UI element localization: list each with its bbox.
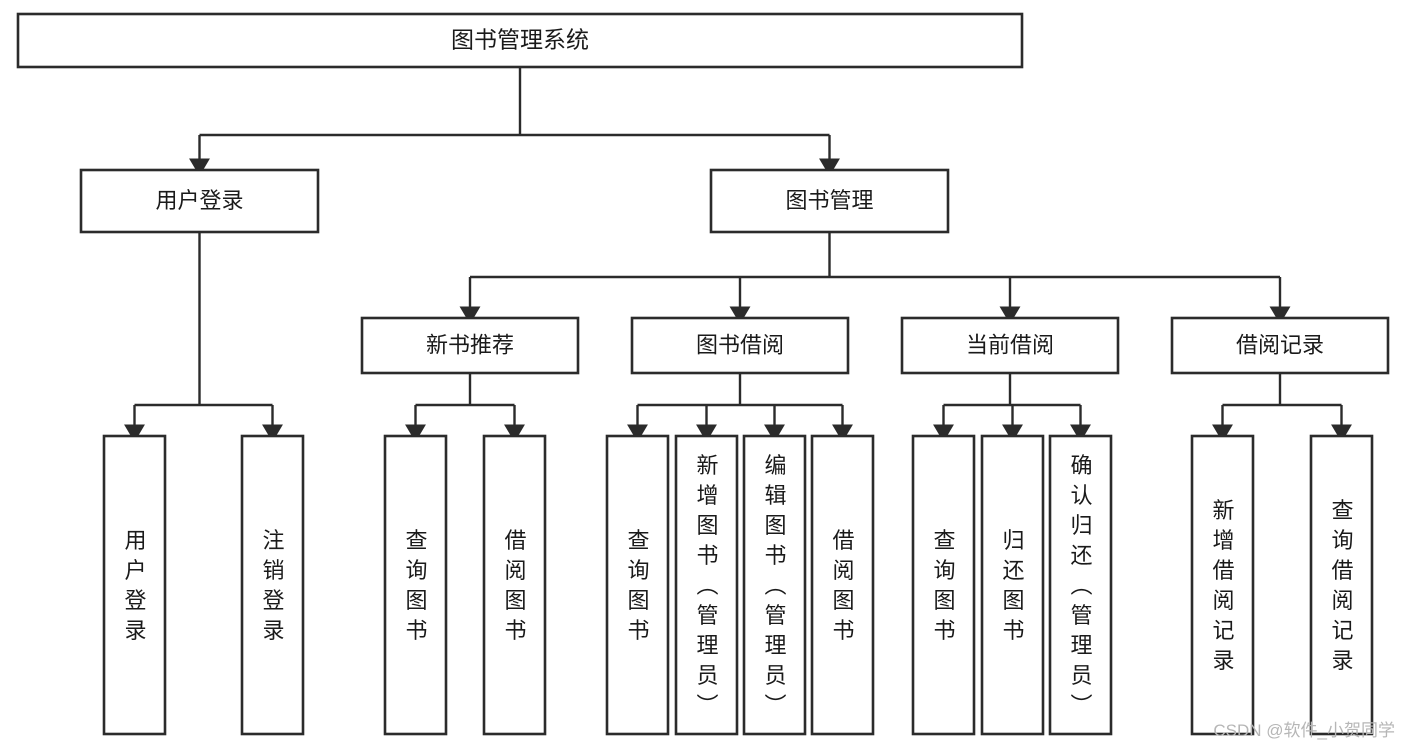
leaf-3-label: 借阅图书 <box>504 528 526 643</box>
node-level3-0[interactable]: 新书推荐 <box>360 316 580 375</box>
leaf-3-rect <box>482 434 547 736</box>
leaf-11[interactable]: 新增借阅记录 <box>1190 434 1255 736</box>
leaf-2-rect <box>383 434 448 736</box>
leaf-8-rect <box>911 434 976 736</box>
leaf-2[interactable]: 查询图书 <box>383 434 448 736</box>
leaf-8-label: 查询图书 <box>933 528 955 643</box>
leaf-12[interactable]: 查询借阅记录 <box>1309 434 1374 736</box>
leaf-6-label: 编辑图书︵管理员︶ <box>764 453 786 718</box>
node-level2-1[interactable]: 图书管理 <box>709 168 950 234</box>
leaf-5-label: 新增图书︵管理员︶ <box>696 453 718 718</box>
leaf-8[interactable]: 查询图书 <box>911 434 976 736</box>
leaf-11-label: 新增借阅记录 <box>1212 498 1234 673</box>
node-root-rect <box>16 12 1024 69</box>
leaf-7[interactable]: 借阅图书 <box>810 434 875 736</box>
node-level3-2-rect <box>900 316 1120 375</box>
node-root-label: 图书管理系统 <box>451 27 589 53</box>
leaf-10-rect <box>1048 434 1113 736</box>
node-boxes: 图书管理系统用户登录图书管理新书推荐图书借阅当前借阅借阅记录用户登录注销登录查询… <box>16 12 1390 736</box>
leaf-6[interactable]: 编辑图书︵管理员︶ <box>742 434 807 736</box>
node-level3-3-label: 借阅记录 <box>1236 332 1324 357</box>
node-level2-1-label: 图书管理 <box>785 188 873 213</box>
leaf-1-rect <box>240 434 305 736</box>
leaf-4-label: 查询图书 <box>627 528 649 643</box>
node-level2-0-rect <box>79 168 320 234</box>
leaf-10[interactable]: 确认归还︵管理员︶ <box>1048 434 1113 736</box>
leaf-5[interactable]: 新增图书︵管理员︶ <box>674 434 739 736</box>
node-level2-0-label: 用户登录 <box>155 188 243 213</box>
leaf-0-rect <box>102 434 167 736</box>
leaf-4-rect <box>605 434 670 736</box>
leaf-3[interactable]: 借阅图书 <box>482 434 547 736</box>
node-level2-1-rect <box>709 168 950 234</box>
leaf-1[interactable]: 注销登录 <box>240 434 305 736</box>
csdn-watermark: CSDN @软件_小贺同学 <box>1213 721 1395 740</box>
node-root[interactable]: 图书管理系统 <box>16 12 1024 69</box>
leaf-12-rect <box>1309 434 1374 736</box>
node-level3-1[interactable]: 图书借阅 <box>630 316 850 375</box>
leaf-10-label: 确认归还︵管理员︶ <box>1070 453 1092 718</box>
node-level3-3[interactable]: 借阅记录 <box>1170 316 1390 375</box>
node-level3-0-label: 新书推荐 <box>426 332 514 357</box>
node-level2-0[interactable]: 用户登录 <box>79 168 320 234</box>
node-level3-0-rect <box>360 316 580 375</box>
leaf-2-label: 查询图书 <box>405 528 427 643</box>
leaf-4[interactable]: 查询图书 <box>605 434 670 736</box>
leaf-1-label: 注销登录 <box>262 528 284 643</box>
leaf-0[interactable]: 用户登录 <box>102 434 167 736</box>
leaf-9-rect <box>980 434 1045 736</box>
leaf-9-label: 归还图书 <box>1002 528 1024 643</box>
leaf-0-label: 用户登录 <box>124 528 146 643</box>
leaf-12-label: 查询借阅记录 <box>1331 498 1353 673</box>
leaf-5-rect <box>674 434 739 736</box>
leaf-7-label: 借阅图书 <box>832 528 854 643</box>
node-level3-1-label: 图书借阅 <box>696 332 784 357</box>
node-level3-1-rect <box>630 316 850 375</box>
leaf-7-rect <box>810 434 875 736</box>
leaf-9[interactable]: 归还图书 <box>980 434 1045 736</box>
connector-lines <box>123 67 1353 443</box>
leaf-11-rect <box>1190 434 1255 736</box>
leaf-6-rect <box>742 434 807 736</box>
node-level3-3-rect <box>1170 316 1390 375</box>
node-level3-2[interactable]: 当前借阅 <box>900 316 1120 375</box>
node-level3-2-label: 当前借阅 <box>966 332 1054 357</box>
